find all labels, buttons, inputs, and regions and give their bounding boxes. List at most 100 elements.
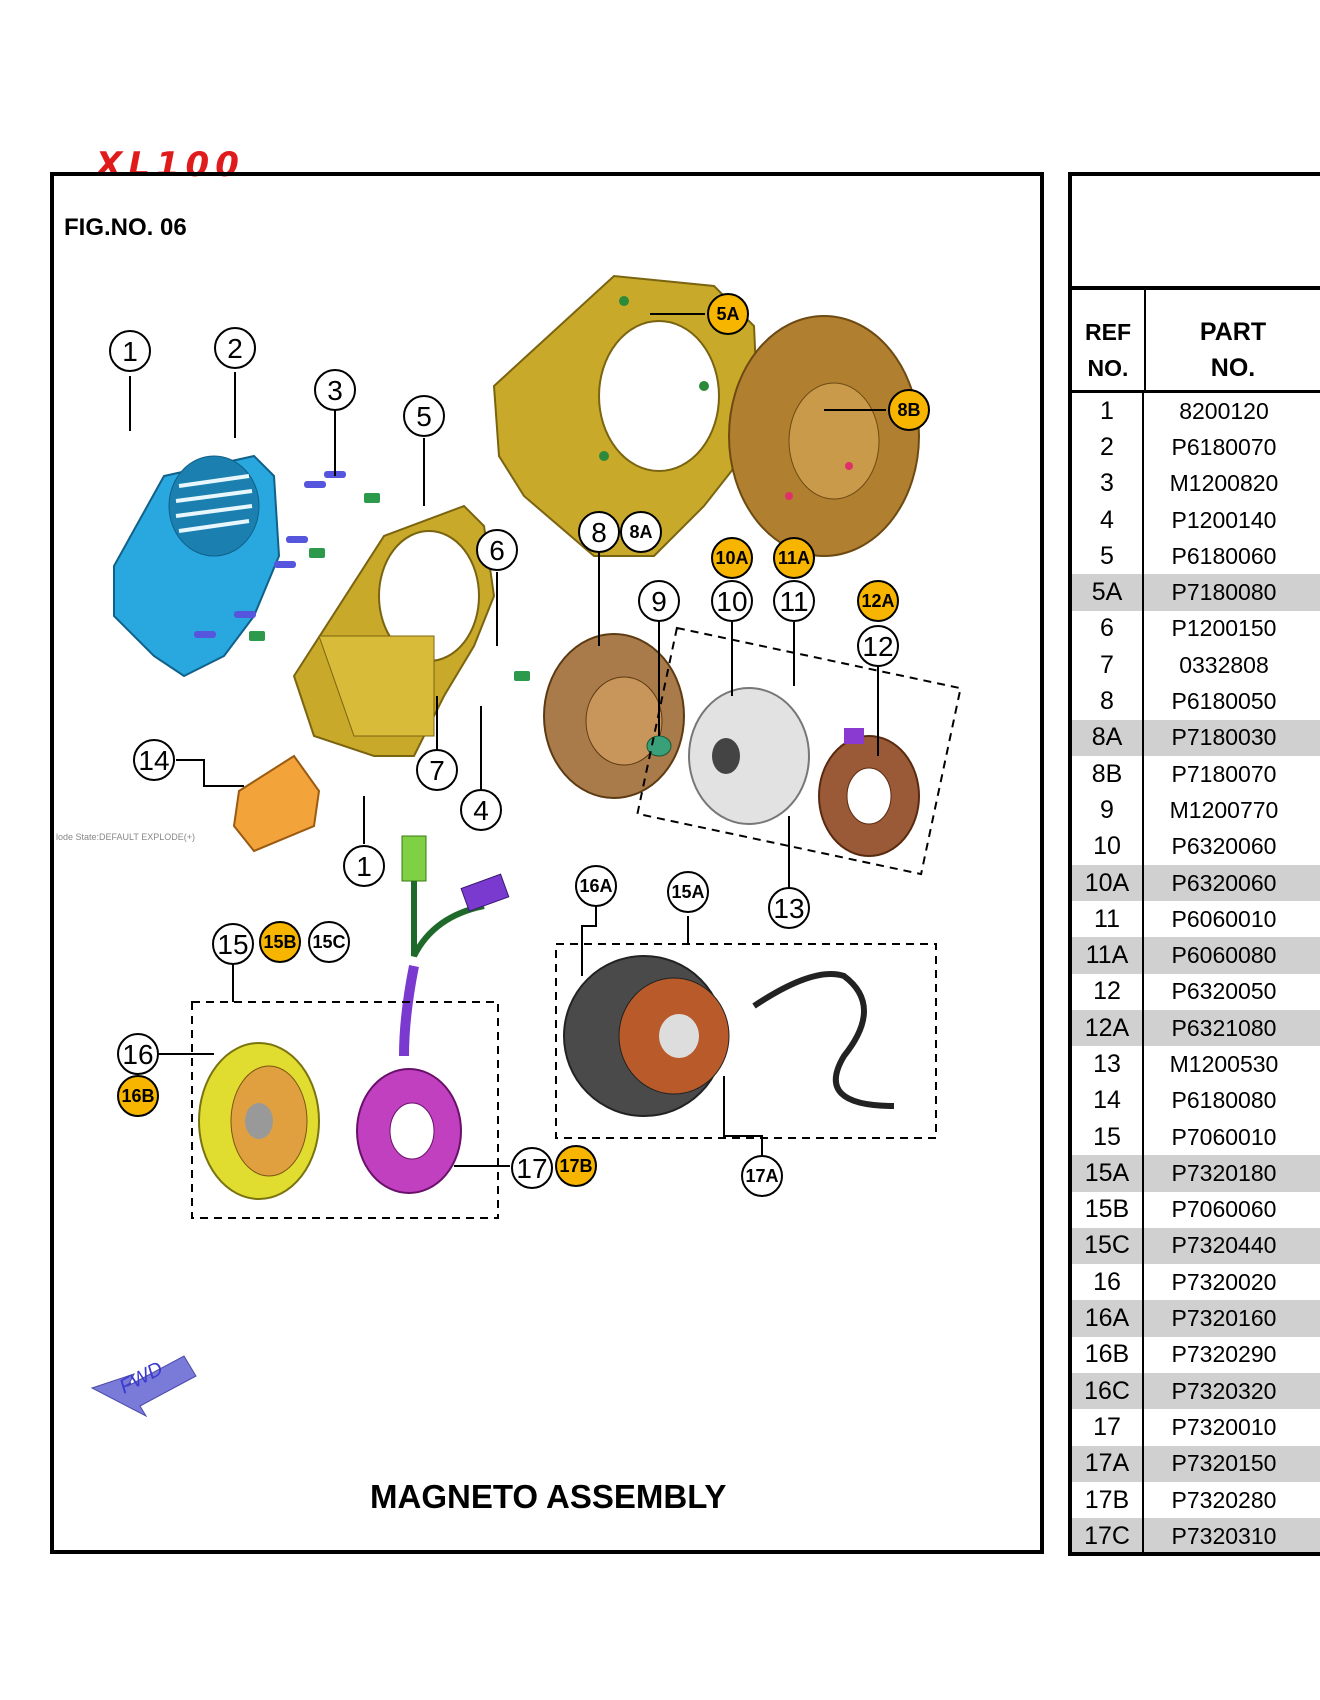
callout-16a: 16A [575, 865, 617, 907]
part-no-cell: P6180060 [1171, 542, 1277, 569]
part-no-cell: P6180050 [1171, 688, 1277, 715]
ref-no-cell: 4 [1072, 501, 1144, 539]
callout-3: 3 [314, 369, 356, 411]
svg-text:10A: 10A [715, 548, 748, 568]
header-ref-line2: NO. [1087, 355, 1129, 381]
ref-no-cell: 9 [1072, 792, 1144, 829]
svg-text:13: 13 [773, 893, 804, 924]
ref-no-cell: 15C [1072, 1227, 1144, 1265]
part-no-cell: P6320060 [1171, 833, 1277, 860]
callout-15a: 15A [667, 871, 709, 913]
svg-text:15: 15 [217, 929, 248, 960]
ref-no-cell: 6 [1072, 610, 1144, 648]
part-no-cell: M1200770 [1169, 796, 1279, 823]
figure-frame [50, 172, 1044, 1554]
ref-no-cell: 12A [1072, 1010, 1144, 1047]
shroud-14 [232, 754, 321, 853]
part-no-cell: P6320060 [1171, 869, 1277, 896]
callout-2: 2 [214, 327, 256, 369]
part-no-cell: M1200820 [1169, 470, 1279, 497]
part-no-cell: 0332808 [1179, 651, 1269, 678]
part-no-cell: P6180070 [1171, 433, 1277, 460]
callout-6: 6 [476, 529, 518, 571]
svg-text:11: 11 [779, 586, 808, 617]
ref-no-cell: 13 [1072, 1046, 1144, 1083]
callout-10: 10 [711, 580, 753, 622]
table-row: 17B P7320280 [1072, 1481, 1320, 1519]
stator-17 [356, 1068, 462, 1194]
callout-11a: 11A [773, 537, 815, 579]
ref-no-cell: 11A [1072, 937, 1144, 974]
header-part-line1: PART [1199, 318, 1267, 346]
callout-8b: 8B [888, 389, 930, 431]
ref-no-cell: 10A [1072, 864, 1144, 902]
part-no-cell: P7060060 [1171, 1196, 1277, 1223]
callout-10a: 10A [711, 537, 753, 579]
part-no-cell: P7060010 [1171, 1123, 1277, 1150]
fan-8 [543, 633, 685, 799]
callout-17: 17 [511, 1147, 553, 1189]
callout-12: 12 [857, 625, 899, 667]
ref-no-cell: 12 [1072, 973, 1144, 1011]
figure-number: FIG.NO. 06 [64, 214, 187, 241]
fan-housing-5a [492, 274, 761, 557]
callout-12a: 12A [857, 580, 899, 622]
svg-text:2: 2 [227, 333, 243, 364]
callout-5a: 5A [707, 293, 749, 335]
ref-no-cell: 16B [1072, 1336, 1144, 1374]
mode-state-text: lode State:DEFAULT EXPLODE(+) [56, 832, 195, 842]
callout-13: 13 [768, 887, 810, 929]
part-no-cell: P6060010 [1171, 905, 1277, 932]
callout-15c: 15C [308, 921, 350, 963]
svg-text:4: 4 [473, 795, 489, 826]
table-row: 9 M1200770 [1072, 792, 1320, 829]
svg-text:7: 7 [429, 755, 445, 786]
ref-no-cell: 8A [1072, 719, 1144, 756]
part-no-cell: P7320020 [1171, 1268, 1277, 1295]
svg-text:15A: 15A [671, 882, 704, 902]
logo-text: XL100 [94, 146, 245, 182]
table-row: 13 M1200530 [1072, 1046, 1320, 1083]
assembly-box-11 [636, 626, 962, 876]
ref-no-cell: 11 [1072, 901, 1144, 938]
ref-no-cell: 17A [1072, 1445, 1144, 1482]
magneto-photo-15a [563, 955, 895, 1117]
screws-3 [194, 471, 346, 638]
callout-5: 5 [403, 395, 445, 437]
table-row: 11 P6060010 [1072, 901, 1320, 938]
table-row: 6 P1200150 [1072, 610, 1320, 648]
part-no-cell: P7320280 [1171, 1486, 1277, 1513]
rotor-16 [198, 1042, 320, 1200]
svg-text:12A: 12A [861, 591, 894, 611]
svg-text:12: 12 [862, 631, 893, 662]
svg-text:15B: 15B [263, 932, 296, 952]
ref-no-cell: 16 [1072, 1264, 1144, 1301]
part-no-cell: P7320290 [1171, 1341, 1277, 1368]
svg-text:10: 10 [716, 586, 747, 617]
part-no-cell: P6321080 [1171, 1014, 1277, 1041]
ref-no-cell: 17B [1072, 1481, 1144, 1519]
part-no-cell: P1200150 [1171, 615, 1277, 642]
assembly-box-15a [555, 943, 937, 1139]
ref-no-cell: 15A [1072, 1155, 1144, 1192]
ref-no-cell: 2 [1072, 429, 1144, 466]
callout-4: 4 [460, 789, 502, 831]
part-no-cell: P7320310 [1171, 1522, 1277, 1549]
callout-14: 14 [133, 739, 175, 781]
svg-text:11A: 11A [778, 548, 810, 568]
part-no-cell: P7320010 [1171, 1413, 1277, 1440]
table-row: 16B P7320290 [1072, 1336, 1320, 1374]
part-no-cell: M1200530 [1169, 1050, 1279, 1077]
callout-1-lower: 1 [343, 845, 385, 887]
blue-cover-2 [113, 454, 281, 678]
ref-no-cell: 16C [1072, 1373, 1144, 1410]
